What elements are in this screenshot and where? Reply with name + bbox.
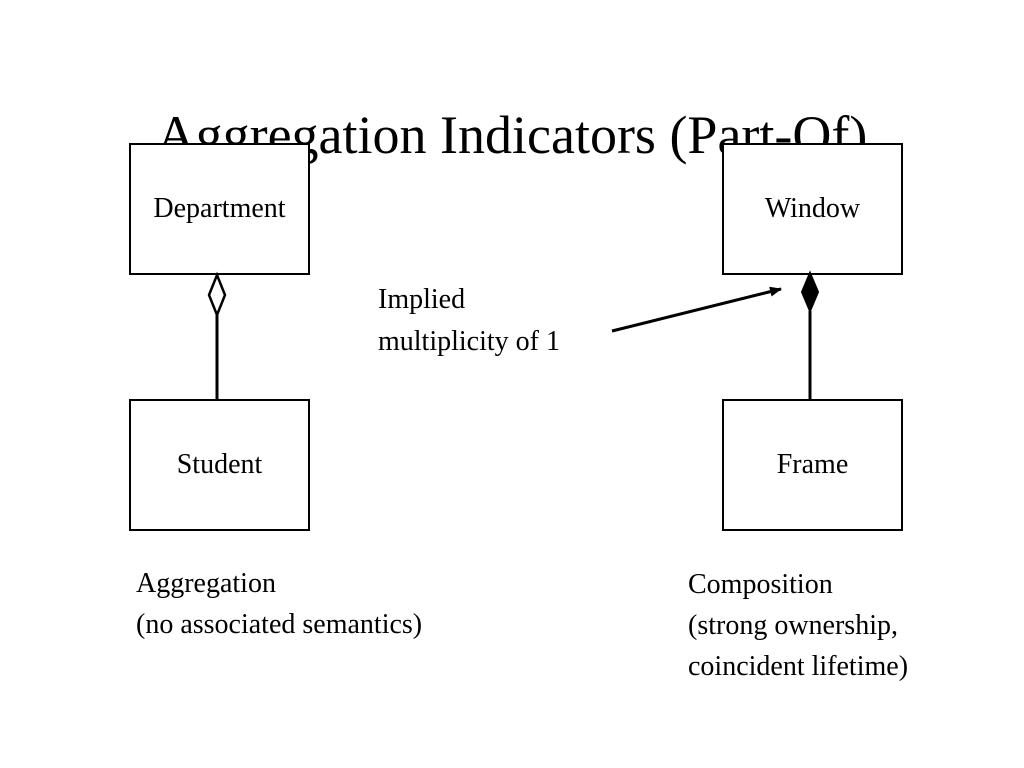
composition-caption: Composition (strong ownership, coinciden… [688,564,908,687]
hollow-diamond-icon [207,271,227,319]
multiplicity-arrow [611,286,782,333]
implied-multiplicity-note: Implied multiplicity of 1 [378,279,560,363]
frame-class-box: Frame [722,399,903,531]
window-class-box: Window [722,143,903,275]
department-class-label: Department [153,193,286,224]
composition-caption-line-2: (strong ownership, [688,610,898,641]
aggregation-caption-line-2: (no associated semantics) [136,609,423,640]
student-class-label: Student [176,449,263,480]
aggregation-caption: Aggregation (no associated semantics) [136,563,422,645]
note-line-1: Implied [378,284,466,315]
filled-diamond-icon [800,270,820,314]
frame-class-label: Frame [776,449,849,480]
note-line-2: multiplicity of 1 [378,326,560,357]
student-class-box: Student [129,399,310,531]
window-class-label: Window [764,193,861,224]
composition-caption-line-1: Composition [688,569,833,600]
aggregation-caption-line-1: Aggregation [136,568,276,599]
department-class-box: Department [129,143,310,275]
composition-caption-line-3: coincident lifetime) [688,651,909,682]
